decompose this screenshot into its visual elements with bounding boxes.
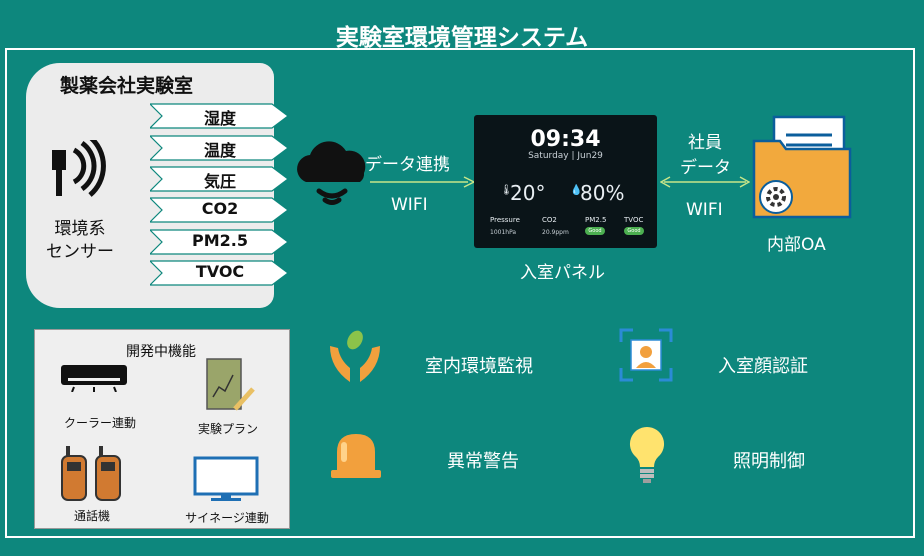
wifi-left-label: WIFI: [391, 195, 428, 215]
dev-item-label: クーラー連動: [63, 416, 136, 430]
sensor-icon: [52, 140, 106, 197]
sensor-label-line-2: センサー: [46, 242, 114, 262]
sensor-name: TVOC: [195, 262, 245, 281]
folder-gear-icon: [752, 115, 852, 219]
light-bulb-icon: [629, 426, 665, 483]
sensor-name: 湿度: [203, 109, 236, 128]
metric-name: Pressure: [490, 216, 520, 224]
page-title: 実験室環境管理システム: [335, 25, 589, 51]
panel-label: 入室パネル: [520, 263, 605, 283]
sensor-tvoc: TVOC: [150, 260, 290, 286]
sensor-pm25: PM2.5: [150, 229, 290, 255]
sensor-pressure: 気圧: [150, 166, 290, 192]
droplet-icon: 💧: [570, 185, 583, 196]
sensor-temperature: 温度: [150, 135, 290, 161]
air-conditioner-icon: [61, 365, 127, 392]
signage-monitor-icon: [193, 456, 259, 501]
panel-time: 09:34: [530, 127, 601, 152]
face-id-icon: [619, 328, 673, 382]
data-link-label: データ連携: [365, 155, 450, 175]
cloud-icon: [297, 141, 366, 205]
arrow-both-icon: [660, 176, 750, 188]
sensor-name: 温度: [203, 141, 236, 160]
metric-value: 1001hPa: [490, 229, 517, 236]
hands-plant-icon: [330, 330, 380, 382]
diagram-frame: [5, 48, 915, 538]
alarm-light-icon: [331, 434, 381, 478]
arrow-right-icon: [370, 176, 476, 188]
wifi-right-label: WIFI: [686, 200, 723, 220]
walkie-talkie-icon: [61, 446, 121, 501]
metric-name: CO2: [542, 216, 557, 224]
sensor-label: 環境系 センサー: [34, 218, 126, 264]
employee-label-2: データ: [680, 158, 731, 178]
lab-title: 製薬会社実験室: [60, 75, 194, 97]
metric-badge: Good: [585, 227, 605, 235]
thermometer-icon: 🌡: [500, 185, 513, 196]
feature-label: 照明制御: [733, 451, 805, 472]
sensor-humidity: 湿度: [150, 103, 290, 129]
metric-name: TVOC: [624, 216, 644, 224]
employee-label-1: 社員: [688, 133, 722, 153]
panel-temperature: 20°: [510, 181, 546, 205]
feature-label: 異常警告: [447, 451, 519, 472]
feature-label: 入室顔認証: [718, 356, 808, 377]
panel-date: Saturday | Jun29: [528, 151, 603, 161]
panel-humidity: 80%: [580, 181, 625, 205]
dev-item-label: 通話機: [73, 509, 110, 523]
oa-label: 内部OA: [767, 235, 826, 255]
dev-title: 開発中機能: [126, 344, 196, 360]
sensor-name: CO2: [201, 199, 239, 218]
sensor-name: PM2.5: [192, 231, 248, 250]
dev-item-label: 実験プラン: [197, 422, 258, 436]
dev-item-label: サイネージ連動: [185, 511, 269, 525]
metric-name: PM2.5: [585, 216, 607, 224]
sensor-name: 気圧: [203, 172, 236, 191]
metric-value: 20.9ppm: [542, 229, 569, 236]
metric-badge: Good: [624, 227, 644, 235]
entry-panel: 09:34 Saturday | Jun29 🌡 20° 💧 80% Press…: [474, 115, 657, 248]
plan-document-icon: [206, 358, 255, 411]
sensor-label-line-1: 環境系: [54, 219, 106, 239]
sensor-co2: CO2: [150, 197, 290, 223]
feature-label: 室内環境監視: [425, 356, 533, 377]
